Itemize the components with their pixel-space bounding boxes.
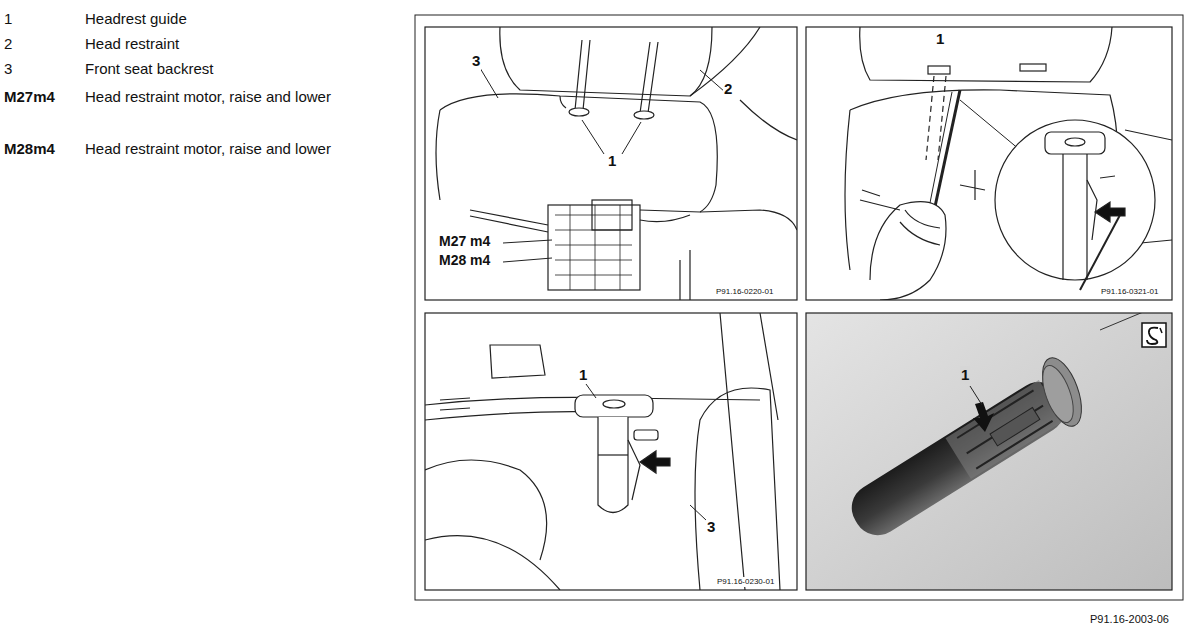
figure-frame: [415, 15, 1183, 600]
key-text: Front seat backrest: [85, 60, 213, 78]
key-text: Head restraint: [85, 35, 179, 53]
leader-lines: [1100, 176, 1115, 178]
panel-border: [806, 27, 1172, 300]
figure-code: P91.16-0230-01: [716, 577, 775, 587]
leader-lines: [970, 386, 982, 405]
leader-lines: [480, 68, 725, 262]
key-number: M27m4: [4, 88, 55, 106]
key-text: Head restraint motor, raise and lower: [85, 88, 335, 106]
callout-number: 3: [471, 52, 481, 70]
key-number: M28m4: [4, 140, 55, 158]
panel-seat-overview: [425, 27, 797, 300]
callout-number: 3: [706, 518, 716, 536]
figure-code: P91.16-2003-06: [1090, 613, 1169, 626]
key-number: 1: [4, 10, 12, 28]
key-text: Headrest guide: [85, 10, 187, 28]
key-text: Head restraint motor, raise and lower: [85, 140, 335, 158]
callout-number: 1: [607, 152, 617, 170]
panel-guide-removed: [425, 313, 797, 590]
callout-number: 1: [960, 366, 970, 384]
panel-border: [425, 313, 797, 590]
panel-guide-photo: [806, 313, 1172, 590]
key-number: 3: [4, 60, 12, 78]
key-number: 2: [4, 35, 12, 53]
panel-remove-guide: [806, 27, 1172, 300]
leader-lines: [586, 384, 706, 520]
panel-border: [806, 313, 1172, 590]
callout-number: 1: [935, 30, 945, 48]
figure-code: P91.16-0321-01: [1100, 287, 1159, 297]
callout-number: M28 m4: [438, 252, 491, 269]
callout-number: 2: [723, 80, 733, 98]
callout-number: 1: [578, 366, 588, 384]
figure-code: P91.16-0220-01: [715, 287, 774, 297]
panel-border: [425, 27, 797, 300]
callout-number: M27 m4: [438, 233, 491, 250]
